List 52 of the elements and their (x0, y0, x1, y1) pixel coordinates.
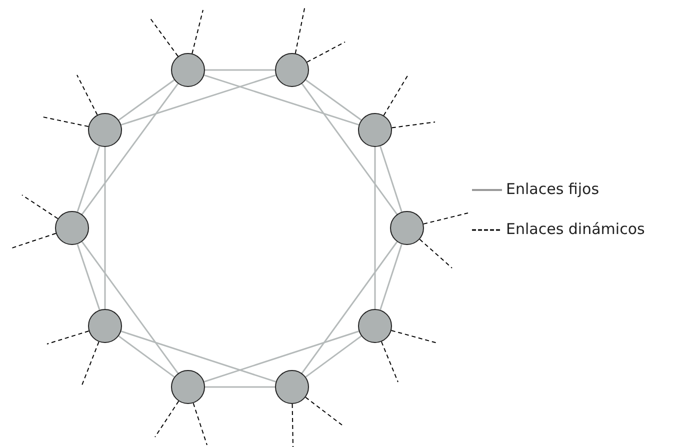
link-line (204, 330, 360, 382)
dashed-link-line (42, 116, 89, 127)
node-circle (358, 113, 392, 147)
link-line (205, 69, 275, 71)
node-circle (358, 309, 392, 343)
legend-label: Enlaces fijos (506, 180, 600, 198)
link-line (81, 83, 179, 215)
dashed-link-line (154, 400, 180, 438)
link-line (380, 146, 402, 212)
node-circle (171, 370, 205, 404)
link-line (118, 335, 175, 378)
dashed-link-line (292, 404, 294, 447)
dashed-link-line (82, 341, 100, 386)
dashed-link-line (46, 330, 90, 344)
link-line (118, 79, 175, 121)
link-line (76, 244, 100, 310)
dashed-link-line (306, 42, 346, 63)
dashed-link-line (305, 396, 342, 426)
dashed-link-line (380, 341, 398, 382)
dashed-link-line (383, 74, 408, 116)
legend-label: Enlaces dinámicos (506, 220, 645, 238)
link-line (380, 244, 402, 310)
dashed-link-line (192, 402, 208, 446)
link-line (205, 386, 275, 388)
link-line (301, 83, 398, 215)
link-line (301, 241, 398, 374)
link-line (76, 146, 100, 212)
dashed-link-line (150, 18, 178, 57)
node-circle (390, 211, 424, 245)
link-line (104, 147, 106, 309)
dashed-link-line (192, 10, 204, 54)
link-line (204, 74, 360, 126)
link-line (305, 79, 362, 121)
node-circle (275, 370, 309, 404)
dashed-link-line (294, 6, 306, 54)
link-line (120, 74, 276, 126)
dashed-link-line (22, 194, 58, 220)
dashed-link-line (390, 330, 438, 344)
node-circle (171, 53, 205, 87)
node-circle (55, 211, 89, 245)
dashed-link-line (423, 212, 468, 224)
link-line (120, 330, 276, 382)
dashed-link-line (76, 74, 98, 116)
node-circle (275, 53, 309, 87)
link-line (81, 241, 179, 374)
link-line (374, 147, 376, 309)
link-line (305, 335, 362, 378)
dashed-link-line (391, 122, 436, 128)
dashed-link-line (12, 232, 56, 248)
dashed-link-line (419, 238, 452, 268)
node-circle (88, 309, 122, 343)
node-circle (88, 113, 122, 147)
